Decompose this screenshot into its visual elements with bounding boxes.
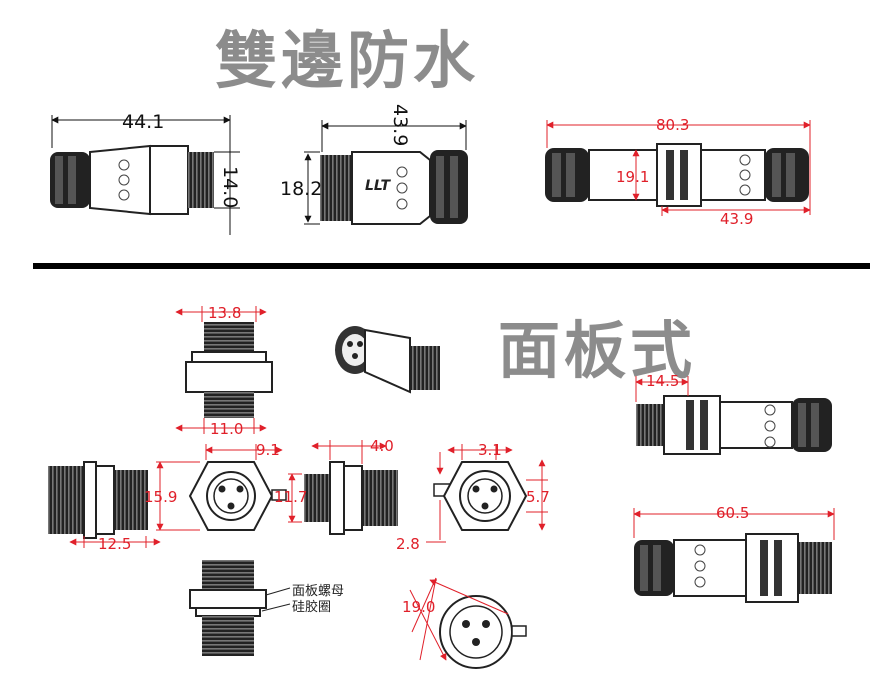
dim-top-right-height: 19.1 xyxy=(616,168,649,186)
dim-bottom-diameter: 19.0 xyxy=(402,598,435,616)
dim-front-flat: 9.1 xyxy=(256,441,280,459)
panel-nut-side-view xyxy=(288,440,398,535)
dim-pin-offset: 3.1 xyxy=(478,441,502,459)
right-connector-bottom xyxy=(633,508,835,603)
panel-side-view-left xyxy=(48,461,161,548)
panel-side-view-bottom xyxy=(189,560,291,656)
body-mark: LLT xyxy=(365,178,392,194)
right-connector-top xyxy=(635,376,832,455)
dim-panel-bottom-width: 11.0 xyxy=(210,420,243,438)
dim-side-length: 12.5 xyxy=(98,535,131,553)
dim-top-right-half: 43.9 xyxy=(720,210,753,228)
panel-front-view-round xyxy=(426,444,548,543)
dim-top-mid-height: 18.2 xyxy=(280,178,322,200)
label-panel-nut: 面板螺母 xyxy=(292,584,345,599)
dim-nut-width: 4.0 xyxy=(370,437,394,455)
dim-top-mid-length: 43.9 xyxy=(389,104,411,146)
dim-right-top-thread: 14.5 xyxy=(646,372,679,390)
dim-pin-small: 2.8 xyxy=(396,535,420,553)
dim-top-right-total: 80.3 xyxy=(656,116,689,134)
label-silicone-ring: 硅胶圈 xyxy=(292,600,332,615)
dim-panel-top-width: 13.8 xyxy=(208,304,241,322)
dim-nut-height: 11.7 xyxy=(274,488,307,506)
top-mid-connector: LLT xyxy=(304,120,468,225)
dim-right-bottom-total: 60.5 xyxy=(716,504,749,522)
dim-top-left-length: 44.1 xyxy=(122,111,164,133)
section-divider xyxy=(33,263,870,269)
dim-top-left-thread-height: 14.0 xyxy=(219,166,241,208)
top-left-connector xyxy=(50,115,240,235)
dim-side-height: 15.9 xyxy=(144,488,177,506)
panel-bottom-round-view xyxy=(409,577,527,669)
panel-side-view-top xyxy=(175,306,273,434)
panel-connector-3d xyxy=(335,326,440,394)
title-double-waterproof: 雙邊防水 xyxy=(215,24,480,97)
top-right-connector-pair xyxy=(545,120,811,216)
panel-front-view-hex xyxy=(156,444,287,531)
dim-pin-height: 5.7 xyxy=(526,488,550,506)
title-panel-mount: 面板式 xyxy=(498,314,697,387)
